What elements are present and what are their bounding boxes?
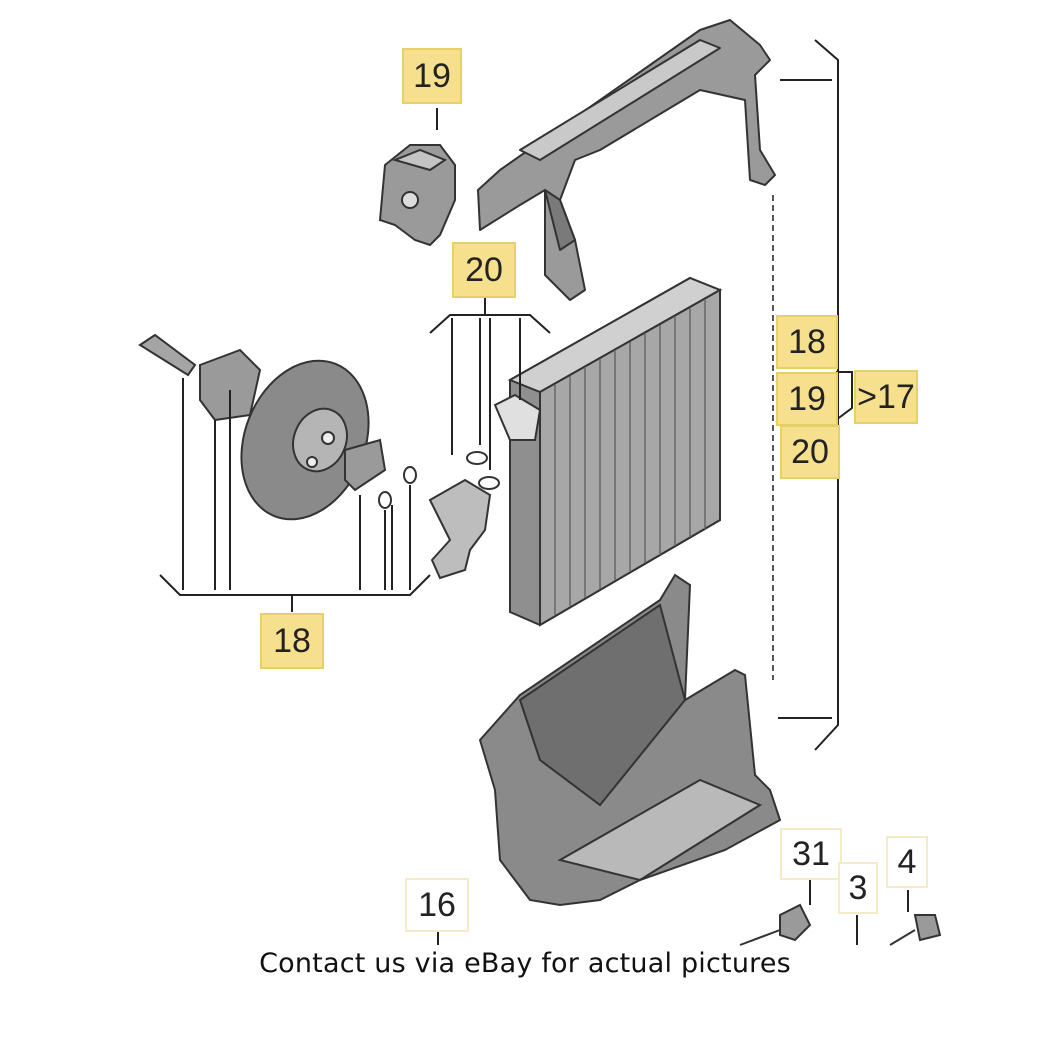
o-rings (378, 451, 500, 509)
callout-19-top[interactable]: 19 (402, 48, 462, 104)
bolt (138, 333, 197, 377)
caption-text: Contact us via eBay for actual pictures (259, 948, 791, 979)
callout-3[interactable]: 3 (838, 862, 878, 914)
callout-18-right[interactable]: 18 (776, 315, 838, 369)
leader-lines (159, 39, 909, 945)
evaporator-core (493, 276, 723, 627)
callout-19-right[interactable]: 19 (776, 372, 838, 426)
upper-bracket (477, 19, 776, 301)
lower-housing (478, 573, 782, 907)
valve-block (199, 348, 387, 492)
callout-4[interactable]: 4 (886, 836, 928, 888)
callout-17[interactable]: >17 (854, 370, 918, 424)
clip-part (378, 144, 456, 247)
callout-18-left[interactable]: 18 (260, 613, 324, 669)
callout-16[interactable]: 16 (405, 878, 469, 932)
expansion-valve-disc (240, 359, 370, 521)
callout-20-mid[interactable]: 20 (452, 242, 516, 298)
callout-20-right[interactable]: 20 (780, 425, 840, 479)
screw-part (889, 914, 942, 946)
connector-part (739, 903, 812, 946)
pipe-fitting (428, 478, 492, 580)
callout-31[interactable]: 31 (780, 828, 842, 880)
